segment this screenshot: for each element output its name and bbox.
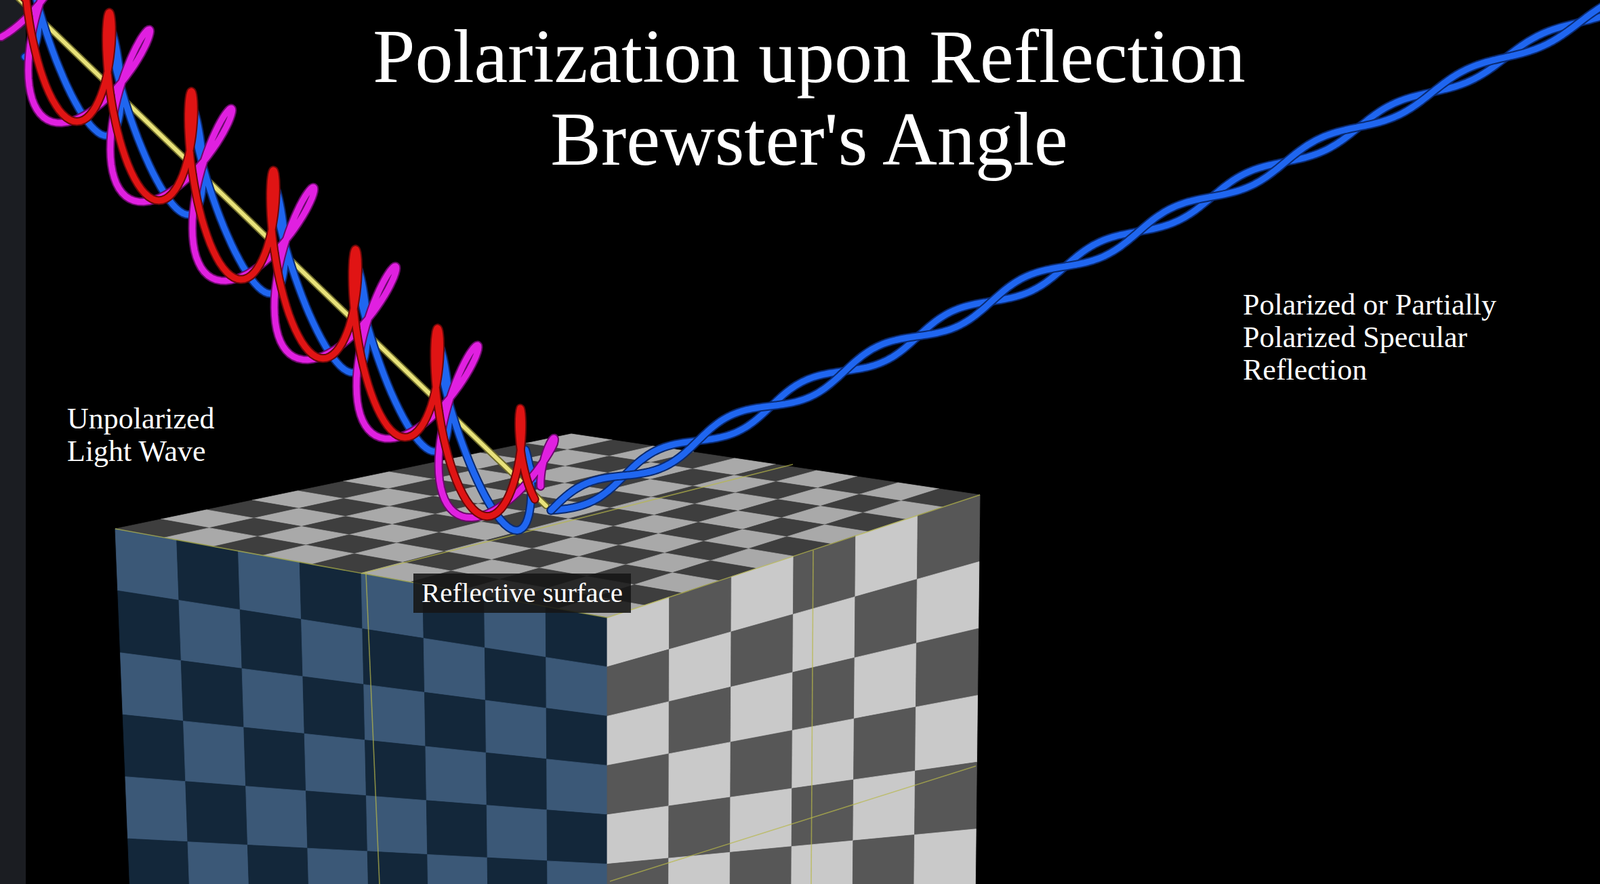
- checker-tile: [791, 779, 854, 847]
- checker-tile: [241, 668, 305, 734]
- checker-tile: [487, 857, 548, 884]
- checker-tile: [427, 854, 488, 884]
- checker-tile: [792, 657, 855, 730]
- guide-line: [361, 464, 793, 574]
- checker-tile: [546, 809, 608, 865]
- checker-tile: [852, 834, 915, 884]
- checker-tile: [484, 647, 547, 709]
- checker-tile: [426, 800, 488, 858]
- checker-tile: [119, 652, 183, 722]
- checker-tile: [915, 628, 978, 707]
- checker-tile: [546, 657, 608, 717]
- checker-tile: [914, 828, 977, 884]
- checker-tile: [485, 700, 547, 760]
- checker-tile: [423, 638, 486, 701]
- checker-tile: [853, 770, 916, 841]
- guide-line: [811, 550, 814, 884]
- checker-tile: [365, 795, 427, 855]
- checker-tile: [546, 759, 608, 815]
- checker-tile: [304, 733, 366, 795]
- checker-tile: [607, 805, 669, 865]
- checker-tile: [128, 838, 191, 884]
- checker-tile: [730, 729, 793, 797]
- checker-tile: [914, 761, 978, 835]
- edge-strip: [0, 0, 26, 884]
- checker-tile: [730, 672, 793, 743]
- checker-tile: [668, 796, 731, 858]
- light-waves: [1, 0, 1600, 531]
- checker-tile: [176, 539, 241, 610]
- checker-tile: [243, 727, 307, 791]
- reflection-label: Polarized or Partially Polarized Specula…: [1242, 288, 1542, 387]
- checker-tile: [301, 619, 364, 685]
- checker-tile: [185, 781, 249, 846]
- guide-line: [607, 494, 980, 618]
- checker-tile: [117, 590, 182, 661]
- checker-tile: [178, 599, 242, 669]
- checker-tile: [729, 846, 792, 884]
- checker-tile: [607, 753, 669, 815]
- surface-tag: Reflective surface: [413, 573, 631, 613]
- checker-tile: [425, 746, 487, 806]
- checker-tile: [668, 742, 731, 806]
- diagram-title: Polarization upon Reflection Brewster's …: [267, 14, 1352, 181]
- guide-line: [609, 765, 976, 881]
- guide-line: [365, 572, 380, 884]
- checker-tile: [546, 708, 608, 766]
- checker-tile: [115, 528, 179, 600]
- checker-tile: [245, 786, 308, 848]
- checker-tile: [302, 676, 366, 741]
- wave-label: Unpolarized Light Wave: [67, 402, 251, 468]
- checker-tile: [607, 857, 669, 884]
- checker-tile: [853, 643, 917, 719]
- checker-tile: [486, 805, 547, 861]
- checker-tile: [187, 841, 250, 884]
- checker-tile: [485, 752, 547, 810]
- checker-tile: [791, 840, 854, 884]
- checker-tile: [668, 851, 731, 884]
- checker-tile: [247, 845, 310, 884]
- checker-tile: [362, 628, 425, 693]
- right-face: [607, 494, 980, 884]
- checker-tile: [306, 790, 368, 852]
- checker-tile: [307, 847, 369, 884]
- checker-tile: [729, 788, 792, 852]
- checker-tile: [853, 706, 917, 780]
- node-text: Reflective surface: [421, 576, 623, 609]
- checker-tile: [367, 851, 429, 884]
- cube: [115, 433, 980, 884]
- checker-tile: [125, 776, 188, 842]
- checker-tile: [180, 660, 244, 728]
- checker-tile: [792, 718, 855, 789]
- checker-tile: [238, 550, 302, 620]
- checker-tile: [547, 860, 608, 884]
- checker-tile: [424, 691, 487, 753]
- checker-tile: [122, 714, 186, 781]
- checker-tile: [915, 695, 978, 772]
- checker-tile: [183, 721, 246, 787]
- checker-tile: [239, 609, 303, 677]
